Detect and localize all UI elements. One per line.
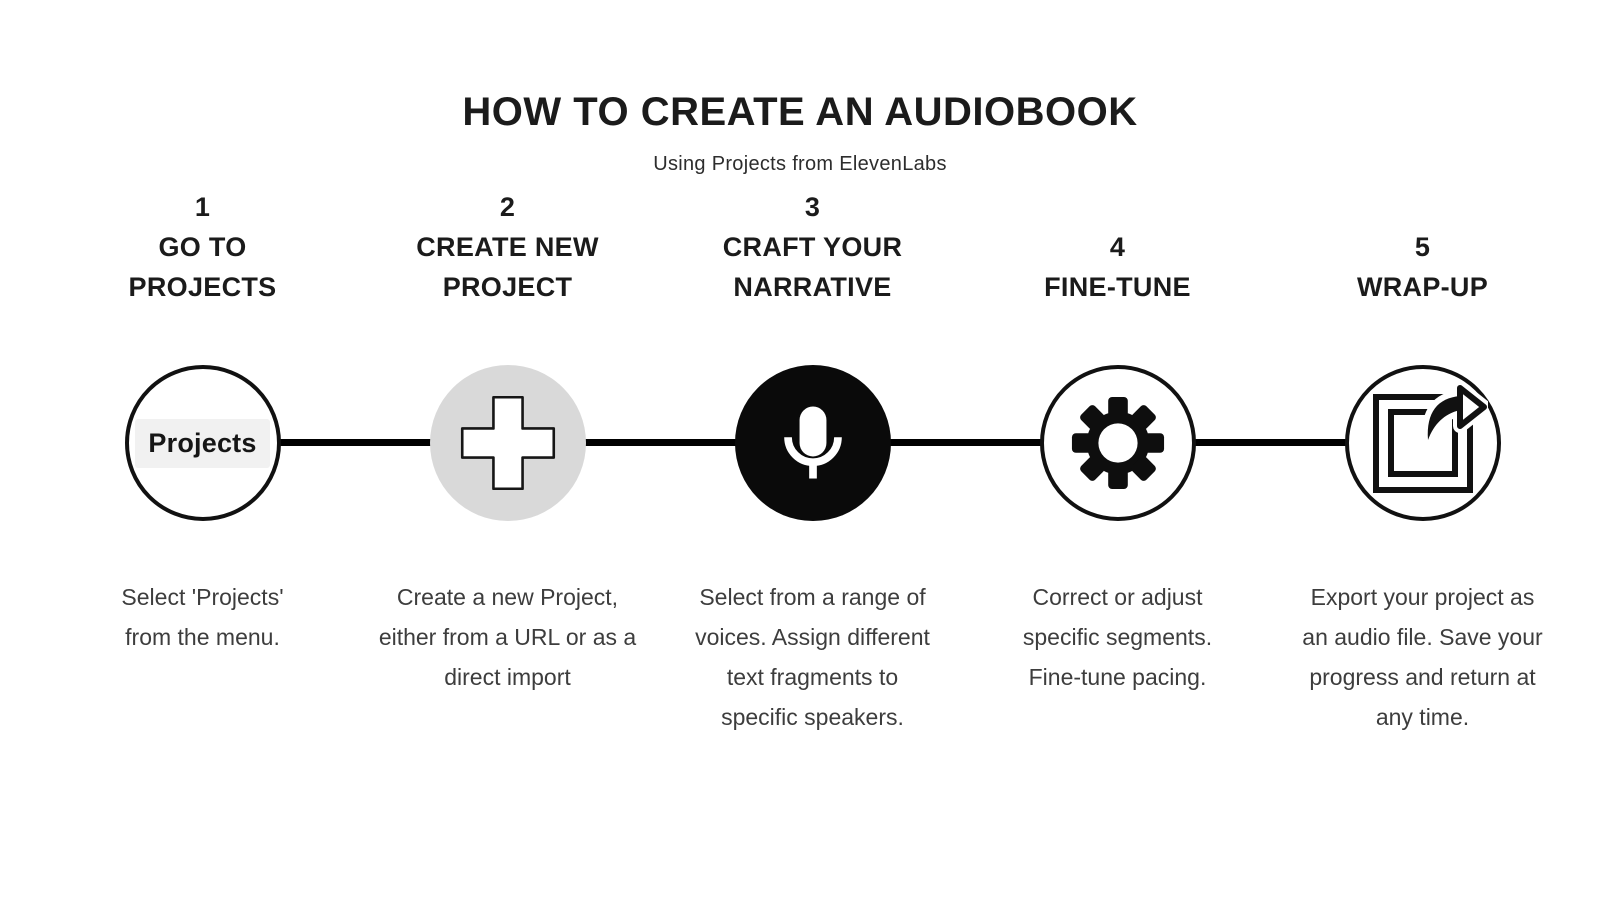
- step-number: 3: [804, 192, 821, 222]
- step-description: Select from a range of voices. Assign di…: [695, 584, 930, 730]
- step-description: Select 'Projects' from the menu.: [121, 584, 284, 650]
- step-number: 2: [499, 192, 516, 222]
- step-circle-wrap: [1344, 365, 1501, 521]
- step-header: 4 FINE-TUNE: [1044, 199, 1191, 307]
- step-circle: Projects: [124, 365, 281, 521]
- step-description: Create a new Project, either from a URL …: [378, 584, 637, 690]
- steps-row: 1 GO TO PROJECTS Projects Select 'Projec…: [0, 192, 1600, 737]
- step-header: 2 CREATE NEW PROJECT: [416, 192, 599, 307]
- step-number: 5: [1414, 232, 1431, 262]
- step-number: 4: [1109, 232, 1126, 262]
- step-circle-wrap: Projects: [124, 365, 281, 521]
- gear-icon: [1071, 396, 1164, 490]
- step-circle-wrap: [734, 365, 891, 521]
- step-title: CRAFT YOUR NARRATIVE: [722, 232, 903, 302]
- export-icon: [1372, 381, 1488, 493]
- step-circle: [429, 365, 586, 521]
- step-description: Correct or adjust specific segments. Fin…: [1022, 584, 1213, 690]
- step-column-fine-tune: 4 FINE-TUNE: [965, 199, 1270, 737]
- step-number: 1: [194, 192, 211, 222]
- step-column-create-new-project: 2 CREATE NEW PROJECT Create a new Projec…: [355, 192, 660, 737]
- step-header: 3 CRAFT YOUR NARRATIVE: [722, 192, 903, 307]
- page-subtitle: Using Projects from ElevenLabs: [653, 153, 947, 175]
- page-title: HOW TO CREATE AN AUDIOBOOK: [462, 90, 1138, 134]
- step-header: 5 WRAP-UP: [1357, 199, 1488, 307]
- projects-menu-label: Projects: [135, 418, 270, 468]
- step-circle-wrap: [1039, 365, 1196, 521]
- plus-icon: [460, 395, 555, 491]
- step-title: GO TO PROJECTS: [128, 232, 277, 302]
- step-title: CREATE NEW PROJECT: [416, 232, 599, 302]
- step-header: 1 GO TO PROJECTS: [128, 192, 277, 307]
- step-circle: [1039, 365, 1196, 521]
- microphone-icon: [783, 406, 842, 479]
- step-circle-wrap: [429, 365, 586, 521]
- step-circle: [1344, 365, 1501, 521]
- step-description: Export your project as an audio file. Sa…: [1302, 584, 1543, 730]
- step-circle: [734, 365, 891, 521]
- step-title: FINE-TUNE: [1044, 272, 1191, 302]
- step-column-wrap-up: 5 WRAP-UP Export your: [1270, 199, 1575, 737]
- step-column-craft-your-narrative: 3 CRAFT YOUR NARRATIVE Select from a ran…: [660, 192, 965, 737]
- step-title: WRAP-UP: [1356, 272, 1489, 302]
- step-column-go-to-projects: 1 GO TO PROJECTS Projects Select 'Projec…: [50, 192, 355, 737]
